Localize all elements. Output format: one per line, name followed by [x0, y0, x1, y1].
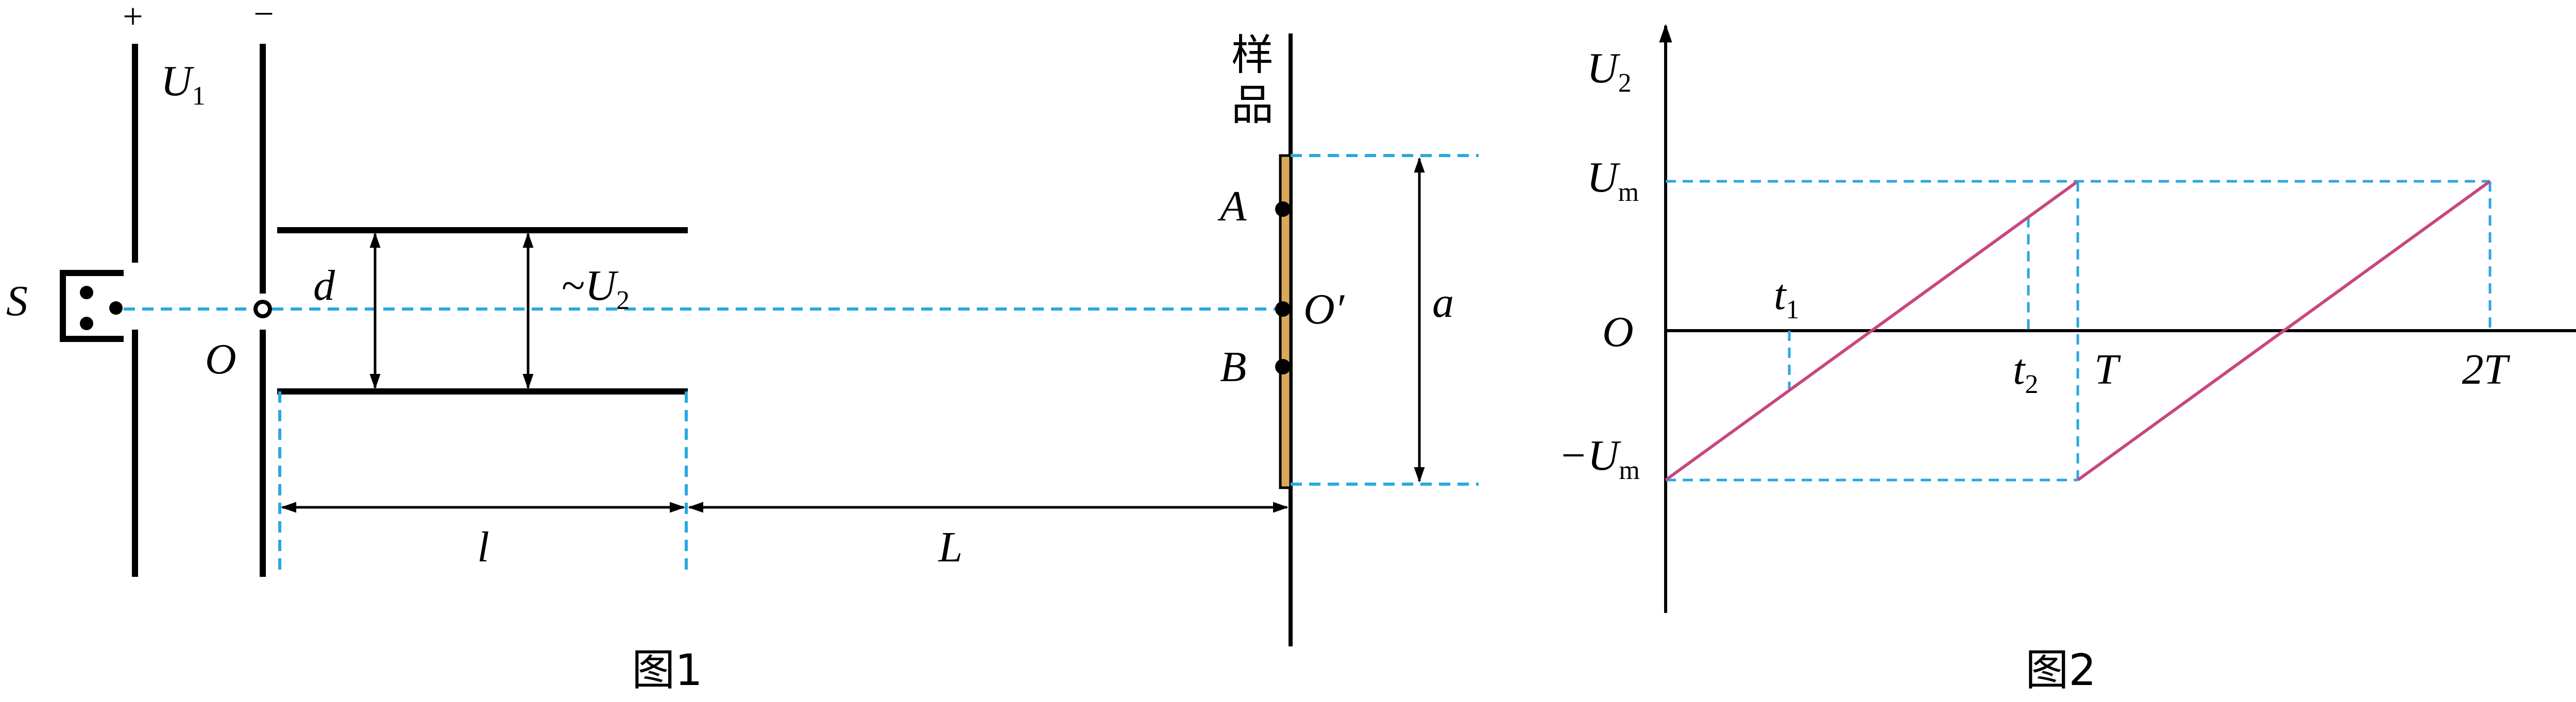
source-box	[60, 270, 124, 342]
tick-t-label: T	[2094, 346, 2121, 393]
origin-hole	[253, 300, 272, 318]
source-dot-bottom	[80, 317, 93, 330]
gap-d-label: d	[313, 262, 335, 310]
y-axis-label: U2	[1587, 44, 1632, 98]
point-o-prime-dot	[1275, 301, 1291, 317]
sawtooth-ramp-3	[2077, 180, 2491, 482]
figure-2-caption: 图2	[2025, 645, 2096, 695]
point-o-prime-label: O′	[1303, 285, 1345, 333]
origin-label: O	[205, 335, 236, 383]
sawtooth-plot	[1665, 180, 2492, 482]
sample-strip	[1279, 154, 1292, 489]
voltage-u2-label: ~U2	[562, 262, 630, 315]
figure-1: + − U1 S O d ~U2 l L 样 品 A O′	[6, 0, 1479, 695]
source-label: S	[6, 277, 28, 325]
figure-2: U2 t O Um −Um t1 t2 T 2T 图2	[1558, 24, 2576, 695]
point-a-label: A	[1217, 182, 1247, 230]
length-L-label: L	[938, 523, 963, 571]
sawtooth-ramp-1	[1665, 180, 2079, 482]
u1-label: U1	[161, 57, 206, 111]
tick-2t-label: 2T	[2462, 346, 2511, 393]
length-l-label: l	[477, 523, 489, 571]
sample-label-char1: 样	[1231, 31, 1274, 80]
sample-label-char2: 品	[1231, 81, 1274, 130]
neg-um-label: −Um	[1558, 432, 1640, 485]
source-dot-middle	[109, 301, 123, 315]
figure-1-caption: 图1	[632, 645, 702, 695]
source-dot-top	[80, 286, 93, 299]
width-a-label: a	[1432, 279, 1454, 327]
t2-label: t2	[2013, 346, 2038, 399]
um-label: Um	[1587, 153, 1639, 207]
point-b-dot	[1275, 359, 1291, 374]
t1-label: t1	[1774, 271, 1799, 324]
point-b-label: B	[1220, 343, 1246, 391]
minus-sign: −	[253, 0, 274, 34]
point-a-dot	[1275, 201, 1291, 217]
origin-label-fig2: O	[1602, 308, 1634, 356]
plus-sign: +	[123, 0, 143, 37]
